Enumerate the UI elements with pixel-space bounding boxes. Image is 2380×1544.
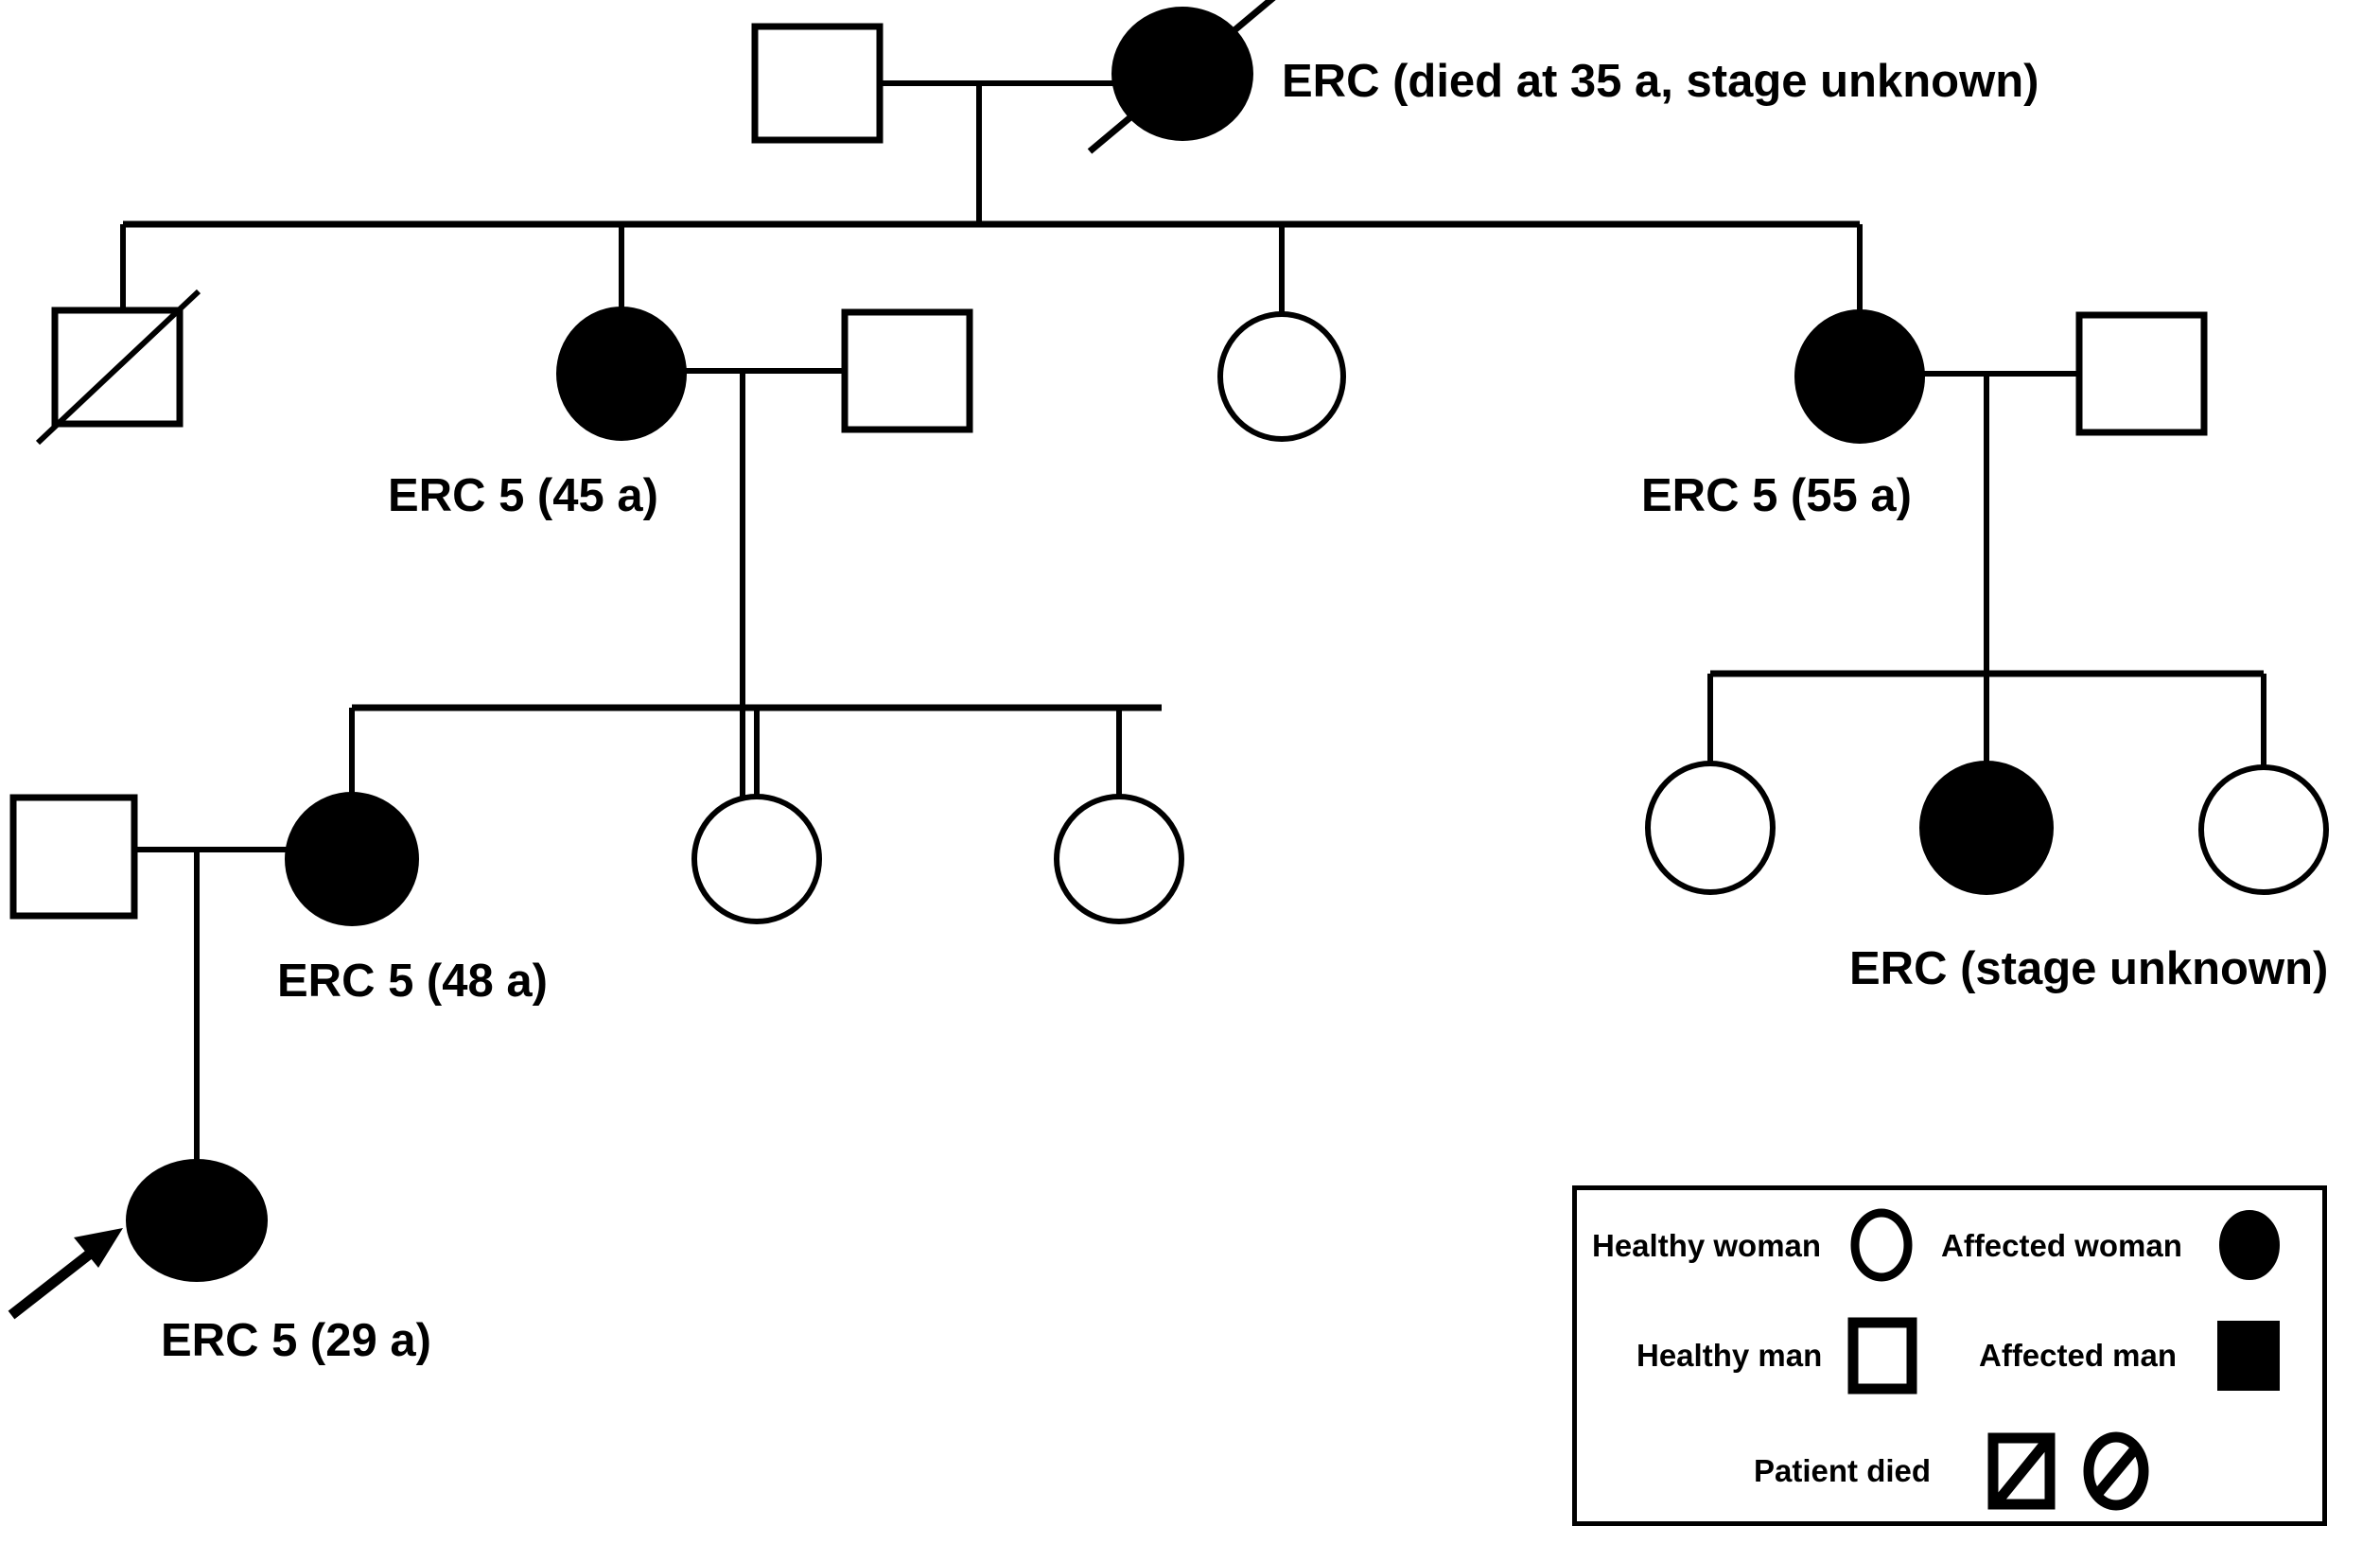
legend-box: Healthy woman Affected woman Healthy man… <box>1572 1185 2327 1526</box>
individual-II-4-circle-open <box>1217 311 1346 442</box>
individual-II-6-square <box>2075 311 2208 436</box>
individual-III-1-circle-filled <box>285 792 419 926</box>
individual-III-5-circle-filled <box>1919 761 2054 895</box>
deceased-slash-I-2 <box>1087 0 1276 154</box>
label-gen3-daughter-right: ERC (stage unknown) <box>1849 943 2329 994</box>
individual-IV-1-circle-filled <box>126 1159 268 1282</box>
individual-III-4-circle-open <box>1645 761 1776 895</box>
legend-circle-open-icon <box>1850 1208 1913 1282</box>
individual-II-5-circle-filled <box>1794 309 1925 444</box>
legend-label-healthy-man: Healthy man <box>1636 1338 1823 1373</box>
label-founder-female: ERC (died at 35 a, stage unknown) <box>1282 56 2039 107</box>
legend-label-affected-man: Affected man <box>1979 1338 2178 1373</box>
individual-III-0-square <box>9 794 138 920</box>
individual-II-3-square <box>841 308 973 433</box>
legend-square-filled-icon <box>2217 1321 2280 1391</box>
legend-label-affected-woman: Affected woman <box>1941 1228 2182 1263</box>
legend-graphics <box>1847 1208 2280 1511</box>
individual-III-3-circle-open <box>1054 794 1184 924</box>
individual-III-6-circle-open <box>2198 764 2329 895</box>
deceased-slash-II-1 <box>35 289 201 446</box>
legend-label-patient-died: Patient died <box>1754 1453 1932 1488</box>
label-gen3-daughter-left: ERC 5 (48 a) <box>277 956 548 1007</box>
label-gen2-daughter-left: ERC 5 (45 a) <box>388 470 658 521</box>
proband-arrow-icon <box>8 1228 123 1320</box>
label-gen2-daughter-right: ERC 5 (55 a) <box>1641 470 1912 521</box>
legend-circle-filled-icon <box>2219 1210 2280 1280</box>
individual-III-2-circle-open <box>691 794 822 924</box>
legend-circle-slashed-icon <box>2083 1431 2149 1511</box>
legend-square-slashed-icon <box>1987 1432 2056 1510</box>
label-proband: ERC 5 (29 a) <box>161 1315 431 1366</box>
legend-square-open-icon <box>1847 1317 1917 1395</box>
individual-I-1-square <box>751 23 884 144</box>
individual-II-2-circle-filled <box>556 307 687 441</box>
legend-label-healthy-woman: Healthy woman <box>1592 1228 1822 1263</box>
